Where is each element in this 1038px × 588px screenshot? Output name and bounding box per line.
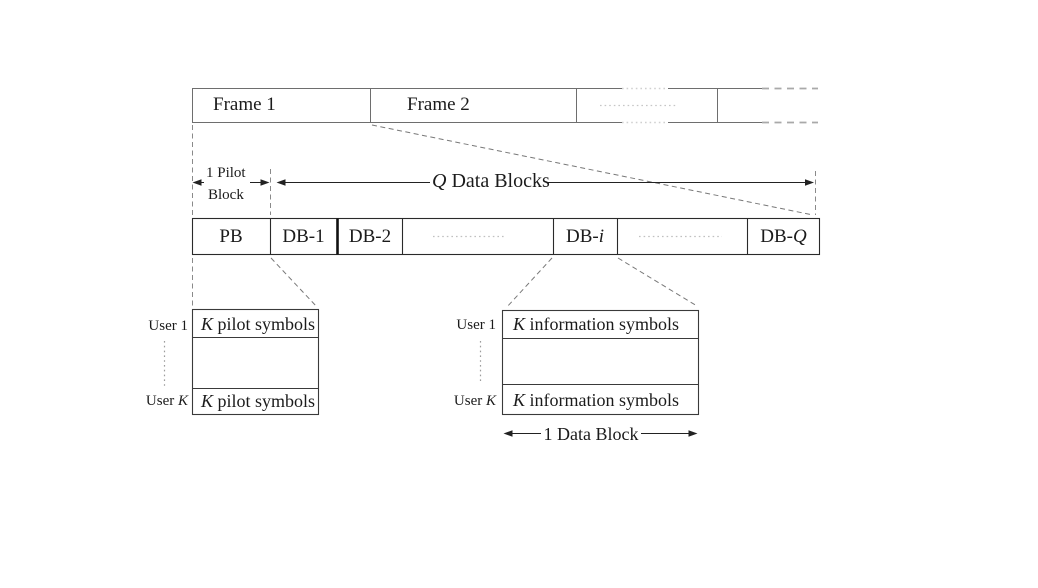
block-db-i-label: DB-i bbox=[553, 225, 617, 248]
q-data-blocks-annotation: Q Data Blocks bbox=[432, 169, 550, 193]
pilot-block-arrows bbox=[192, 179, 270, 186]
db-i-var: i bbox=[598, 226, 604, 247]
pilot-row3-rest: pilot symbols bbox=[213, 391, 316, 411]
pilot-user-k-prefix: User bbox=[145, 393, 178, 409]
info-table-row3-text: K information symbols bbox=[513, 389, 679, 411]
info-row3-rest: information symbols bbox=[525, 390, 680, 410]
dashed-guide-verticals bbox=[192, 125, 816, 307]
db-q-var: Q bbox=[793, 226, 807, 247]
db-i-prefix: DB- bbox=[565, 226, 599, 247]
frame-row-outline bbox=[192, 88, 762, 123]
info-table-user-k-label: User K bbox=[426, 392, 496, 410]
pilot-user-k-var: K bbox=[177, 393, 188, 409]
q-data-blocks-rest: Data Blocks bbox=[446, 170, 550, 192]
info-row1-rest: information symbols bbox=[525, 314, 680, 334]
q-data-blocks-var: Q bbox=[432, 170, 447, 192]
info-table-user1-label: User 1 bbox=[456, 317, 496, 333]
pilot-table-outline bbox=[191, 308, 320, 416]
frame-2-label: Frame 2 bbox=[407, 94, 470, 115]
info-table-outline bbox=[501, 309, 700, 416]
info-user-k-var: K bbox=[485, 393, 496, 409]
pilot-row1-k-var: K bbox=[201, 314, 214, 334]
pilot-block-annotation-line2: Block bbox=[208, 187, 244, 203]
pilot-table-row1-text: K pilot symbols bbox=[201, 313, 315, 335]
info-row3-k-var: K bbox=[513, 390, 526, 410]
pilot-row3-k-var: K bbox=[201, 391, 214, 411]
block-pb-label: PB bbox=[219, 226, 243, 247]
pilot-block-annotation-line1: 1 Pilot bbox=[206, 165, 246, 181]
pilot-table-user-k-label: User K bbox=[118, 392, 188, 410]
q-data-blocks-arrow bbox=[276, 179, 814, 186]
one-data-block-arrow bbox=[503, 430, 698, 437]
frame-1-label: Frame 1 bbox=[213, 94, 276, 115]
info-user-k-prefix: User bbox=[453, 393, 486, 409]
block-row-outline bbox=[191, 217, 821, 256]
frame-row-dashed-continuation bbox=[762, 87, 818, 124]
db-q-prefix: DB- bbox=[760, 226, 793, 247]
one-data-block-annotation: 1 Data Block bbox=[543, 424, 639, 444]
block-db1-label: DB-1 bbox=[282, 226, 325, 247]
frame-row-dotted-borders bbox=[622, 87, 668, 124]
block-db-q-label: DB-Q bbox=[747, 225, 820, 248]
pilot-table-row3-text: K pilot symbols bbox=[201, 390, 315, 412]
dashed-expansion-diagonals bbox=[270, 124, 814, 309]
pilot-table-user1-label: User 1 bbox=[148, 318, 188, 334]
pilot-row1-rest: pilot symbols bbox=[213, 314, 316, 334]
info-table-row1-text: K information symbols bbox=[513, 313, 679, 335]
block-db2-label: DB-2 bbox=[348, 226, 392, 247]
info-row1-k-var: K bbox=[513, 314, 526, 334]
